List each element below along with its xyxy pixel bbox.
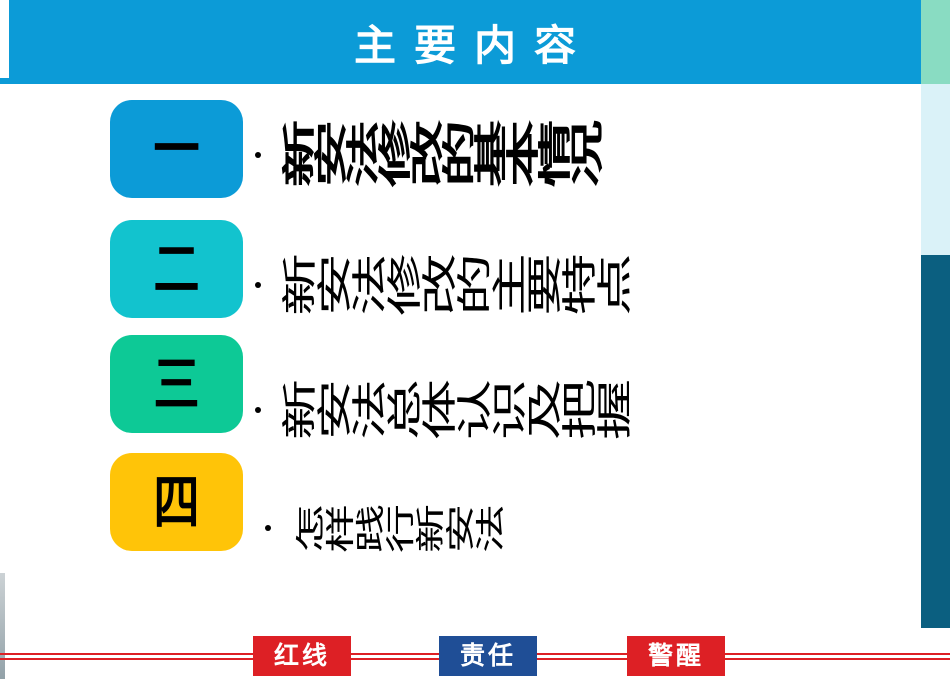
side-strip-darkteal bbox=[921, 255, 950, 628]
item-number-3: 三 bbox=[153, 350, 200, 418]
item-number-1: 一 bbox=[153, 115, 200, 183]
list-item-1: 新安法修改的基本情况 bbox=[255, 115, 606, 195]
footer-badge-redline: 红线 bbox=[253, 636, 351, 676]
header-underline bbox=[0, 78, 9, 84]
item-number-4: 四 bbox=[153, 468, 200, 536]
list-item-2: 新安法修改的主要特点 bbox=[255, 245, 635, 325]
left-edge-shadow bbox=[0, 573, 5, 679]
page-title: 主要内容 bbox=[353, 21, 594, 69]
side-strip-mint bbox=[921, 0, 950, 84]
item-label-2: 新安法修改的主要特点 bbox=[281, 252, 635, 316]
item-number-box-3: 三 bbox=[110, 335, 243, 433]
item-label-3: 新安法总体认识及把握 bbox=[281, 378, 635, 441]
bullet-dot-icon bbox=[255, 152, 261, 158]
footer-badge-alert: 警醒 bbox=[627, 636, 725, 676]
item-number-2: 二 bbox=[153, 235, 200, 303]
item-label-4: 怎样践行新安法 bbox=[295, 503, 508, 553]
bullet-dot-icon bbox=[265, 525, 271, 531]
item-label-1: 新安法修改的基本情况 bbox=[280, 119, 606, 188]
header-bar: 主要内容 bbox=[9, 0, 921, 84]
bullet-dot-icon bbox=[255, 407, 261, 413]
footer-badge-responsibility: 责任 bbox=[439, 636, 537, 676]
side-strip-lightblue bbox=[921, 84, 950, 255]
list-item-4: 怎样践行新安法 bbox=[255, 492, 508, 564]
item-number-box-4: 四 bbox=[110, 453, 243, 551]
list-item-3: 新安法总体认识及把握 bbox=[255, 370, 635, 450]
item-number-box-1: 一 bbox=[110, 100, 243, 198]
bullet-dot-icon bbox=[255, 282, 261, 288]
item-number-box-2: 二 bbox=[110, 220, 243, 318]
